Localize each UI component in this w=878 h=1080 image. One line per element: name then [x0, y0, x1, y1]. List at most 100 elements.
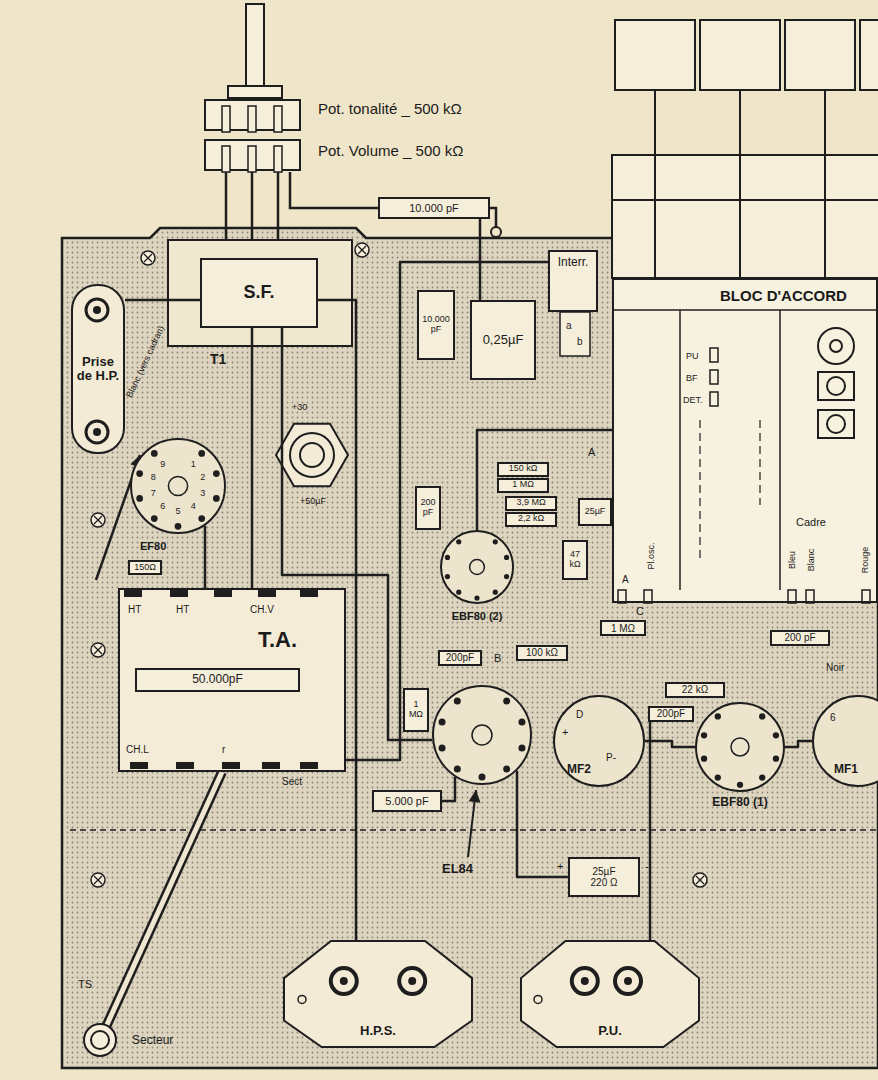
wire: [479, 219, 482, 300]
callout-label: 6: [830, 712, 836, 723]
capacitor-can: [276, 424, 348, 486]
wire: [204, 526, 207, 588]
socket-pin: [198, 515, 205, 522]
trimmer: [830, 340, 842, 352]
terminal-tab: [222, 762, 240, 769]
socket-pin: [737, 782, 743, 788]
callout-label: A: [588, 446, 595, 458]
wire: [649, 722, 652, 941]
node-text: 25µF: [585, 507, 606, 517]
block-line: [759, 420, 760, 505]
socket-pin: [456, 539, 461, 544]
socket-pin: [773, 756, 779, 762]
resistor-box: 100 kΩ: [516, 645, 568, 661]
terminal-ring: [86, 421, 108, 443]
node-text: 1 MΩ: [611, 623, 635, 634]
screw: [91, 513, 105, 527]
socket-pin: [759, 713, 765, 719]
pot-bushing: [228, 86, 282, 98]
node-text: 2,2 kΩ: [518, 514, 544, 524]
pin-number: 4: [191, 502, 196, 512]
pot-lug: [222, 146, 230, 172]
callout-label: Sect: [282, 776, 302, 787]
callout-label: Bleu: [788, 551, 798, 569]
callout-label: Rouge: [861, 547, 871, 574]
node-text: Interr.: [558, 256, 589, 269]
callout-label: +30: [292, 403, 307, 413]
block-line: [699, 420, 700, 560]
node-text: P.U.: [598, 1024, 622, 1038]
solder-lug: [710, 348, 718, 362]
trimmer: [827, 377, 845, 395]
wire: [125, 299, 200, 302]
pin-number: 1: [191, 460, 196, 470]
socket-pin: [175, 523, 182, 530]
node-text: 10.000 pF: [421, 315, 451, 335]
node-text: 200pF: [657, 708, 685, 719]
wire: [290, 172, 378, 208]
connector-plate: H.P.S.: [283, 940, 473, 1048]
wire: [251, 328, 254, 588]
socket-pin: [759, 774, 765, 780]
socket-pin: [504, 555, 509, 560]
rivet: [534, 995, 542, 1003]
callout-label: a: [566, 320, 572, 331]
callout-label: Pot. tonalité _ 500 kΩ: [318, 101, 462, 118]
socket-pin: [445, 555, 450, 560]
part-outline: [434, 687, 534, 787]
node-text: 200 pF: [419, 498, 437, 518]
resistor-box: 150 kΩ: [497, 462, 549, 477]
capacitor-box: 200pF: [438, 650, 482, 666]
terminal-tab: [170, 590, 188, 597]
pin-number: 9: [160, 460, 165, 470]
resistor-box: 1 MΩ: [497, 478, 549, 493]
speaker-jack-strip: Prise de H.P.: [71, 284, 125, 454]
pin-number: 8: [151, 473, 156, 483]
gang-section: [700, 20, 780, 90]
terminal-tab: [258, 590, 276, 597]
gang-rod: [654, 90, 656, 278]
chassis: [62, 228, 878, 1068]
screw: [696, 876, 704, 884]
capacitor-box: 200 pF: [770, 630, 830, 646]
resistor-box: 1 MΩ: [600, 620, 646, 636]
callout-label: Pot. Volume _ 500 kΩ: [318, 143, 463, 160]
capacitor-box: 25µF: [578, 498, 612, 526]
socket-hole: [168, 476, 187, 495]
terminal-tab: [130, 762, 148, 769]
transformer-ground: [118, 588, 346, 772]
gang-section: [785, 20, 855, 90]
node-text: 100 kΩ: [526, 647, 558, 658]
resistor-box: 2,2 kΩ: [505, 512, 557, 527]
socket-pin: [701, 756, 707, 762]
part-outline: [697, 704, 787, 794]
node-text: EBF80 (1): [697, 796, 783, 809]
pin-number: 6: [160, 502, 165, 512]
callout-label: b: [577, 336, 583, 347]
block-ground: [612, 278, 878, 603]
callout-label: TS: [78, 978, 92, 990]
wire: [645, 741, 695, 747]
node-text: 0,25µF: [483, 333, 524, 347]
socket-pin: [503, 698, 510, 705]
node-text: 200pF: [446, 652, 474, 663]
terminal-tab: [176, 762, 194, 769]
screw: [141, 251, 155, 265]
node-text: 5.000 pF: [385, 795, 428, 807]
terminal-tab: [214, 590, 232, 597]
callout-label: r: [222, 744, 225, 755]
socket-pin: [701, 732, 707, 738]
node-text: BLOC D'ACCORD: [720, 288, 847, 305]
callout-label: +50µF: [300, 497, 326, 507]
plate-outline: [284, 941, 472, 1047]
arrowhead: [469, 790, 481, 803]
transformer-box: S.F.: [200, 258, 318, 328]
terminal-tab: [300, 762, 318, 769]
socket-pin: [454, 698, 461, 705]
capacitor-box: 0,25µF: [470, 300, 536, 380]
socket-pin: [454, 765, 461, 772]
node-text: 22 kΩ: [682, 684, 708, 695]
if-transformer: MF2: [553, 695, 645, 787]
terminal-ring: [93, 306, 101, 314]
